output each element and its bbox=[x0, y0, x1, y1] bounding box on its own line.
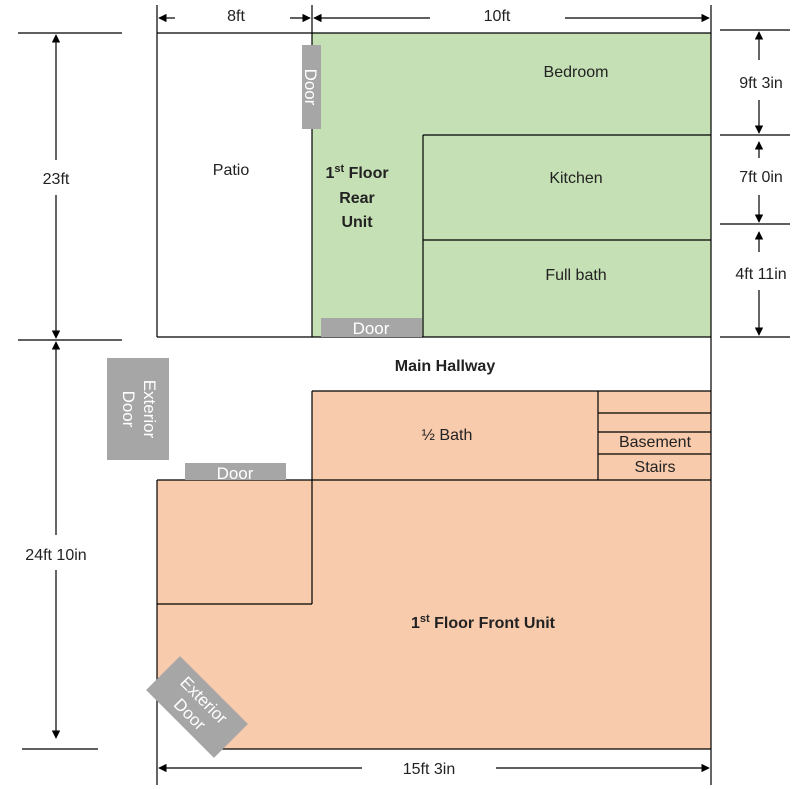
exterior-side-door-label-1: Exterior bbox=[140, 380, 159, 439]
room-label-patio: Patio bbox=[213, 162, 250, 179]
dimension-lines bbox=[18, 13, 790, 773]
rear-unit-floor: Floor bbox=[344, 165, 388, 182]
dim-top-left: 8ft bbox=[227, 8, 245, 25]
front-unit-rest: Floor Front Unit bbox=[430, 615, 556, 632]
rear-unit-door: Door bbox=[321, 318, 422, 338]
patio-door: Door bbox=[301, 45, 321, 129]
room-label-kitchen: Kitchen bbox=[549, 170, 602, 187]
dim-right-bath: 4ft 11in bbox=[735, 266, 786, 283]
patio-door-label: Door bbox=[301, 69, 320, 106]
exterior-corner-door: Exterior Door bbox=[146, 656, 248, 758]
rear-unit-door-label: Door bbox=[353, 319, 390, 338]
exterior-side-door: Exterior Door bbox=[107, 358, 169, 460]
room-label-full-bath: Full bath bbox=[545, 267, 606, 284]
room-label-half-bath: ½ Bath bbox=[422, 427, 473, 444]
dim-top-right: 10ft bbox=[484, 8, 511, 25]
room-label-basement: Basement bbox=[619, 434, 692, 451]
dim-left-upper: 23ft bbox=[43, 171, 70, 188]
dim-bottom: 15ft 3in bbox=[403, 761, 455, 778]
exterior-side-door-label-2: Door bbox=[119, 391, 138, 428]
front-unit-label: 1st Floor Front Unit bbox=[411, 613, 556, 632]
room-label-bedroom: Bedroom bbox=[544, 64, 609, 81]
rear-unit-area bbox=[312, 33, 711, 337]
room-label-main-hallway: Main Hallway bbox=[395, 358, 496, 375]
svg-text:1st Floor: 1st Floor bbox=[325, 163, 388, 182]
front-unit-ordinal-sup: st bbox=[420, 613, 430, 625]
front-unit-door-label: Door bbox=[217, 464, 254, 483]
rear-unit-line2: Rear bbox=[339, 190, 375, 207]
rear-unit-label: 1st Floor Rear Unit bbox=[325, 163, 388, 231]
front-unit-door: Door bbox=[185, 463, 286, 483]
rear-unit-ordinal-sup: st bbox=[334, 163, 344, 175]
dim-left-lower: 24ft 10in bbox=[25, 547, 86, 564]
room-label-stairs: Stairs bbox=[635, 459, 676, 476]
dim-right-bedroom: 9ft 3in bbox=[739, 75, 783, 92]
dim-right-kitchen: 7ft 0in bbox=[739, 169, 783, 186]
rear-unit-line3: Unit bbox=[341, 214, 373, 231]
front-unit-ordinal: 1 bbox=[411, 615, 420, 632]
rear-unit-ordinal: 1 bbox=[325, 165, 334, 182]
